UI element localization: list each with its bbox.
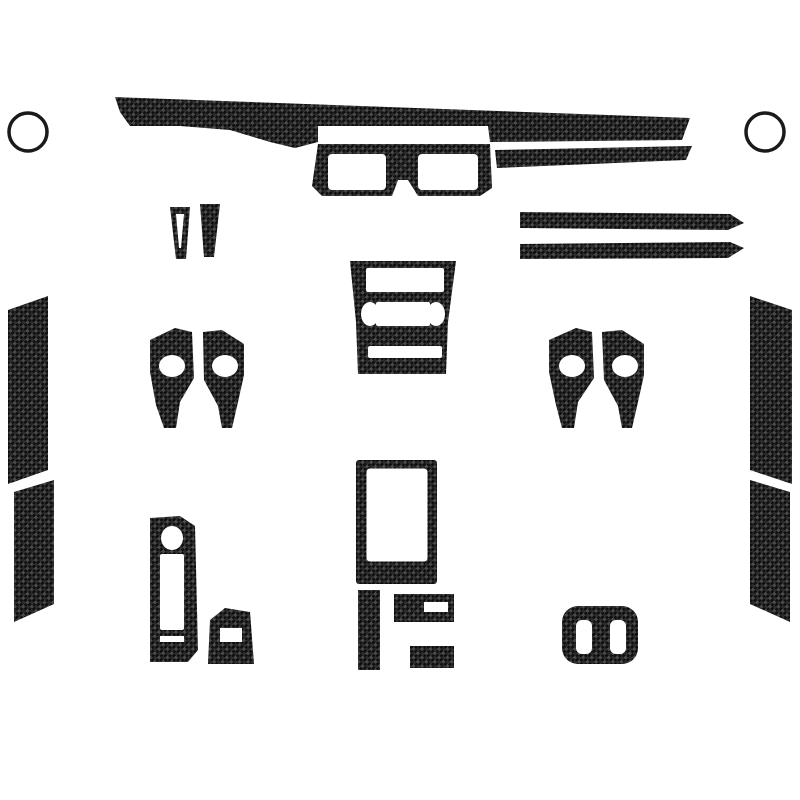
gear-shift-group bbox=[356, 460, 437, 584]
left-air-vent-ring bbox=[7, 111, 49, 153]
rear-left-handle-bezel bbox=[549, 328, 594, 428]
console-lower-plate bbox=[410, 646, 454, 668]
window-switch-slot bbox=[160, 554, 184, 630]
right-lower-door-panel bbox=[750, 480, 790, 622]
left-climate-knob-cutout bbox=[361, 302, 379, 326]
left-door-panels bbox=[8, 296, 54, 622]
window-switch-bottom-cut bbox=[160, 636, 184, 642]
center-console-lower-pieces bbox=[358, 590, 454, 670]
mirror-switch-cut bbox=[220, 628, 242, 642]
console-upper-plate-cut bbox=[424, 602, 448, 612]
front-left-handle-cut bbox=[159, 355, 185, 377]
rear-right-handle-bezel bbox=[602, 330, 644, 428]
climate-lower-cutout bbox=[368, 346, 442, 358]
rear-right-handle-cut bbox=[612, 355, 638, 377]
door-handle-bezels bbox=[150, 328, 244, 428]
a-pillar-right-trim bbox=[200, 204, 220, 257]
right-air-vent-ring bbox=[744, 111, 786, 153]
seat-switch-cover bbox=[562, 606, 638, 664]
console-left-strip bbox=[358, 590, 380, 670]
window-switch-group bbox=[150, 516, 198, 662]
climate-buttons-cutout bbox=[376, 302, 430, 326]
seat-switch-group bbox=[562, 606, 638, 664]
rear-door-handle-bezels bbox=[549, 328, 644, 428]
window-switch-knob-cut bbox=[161, 526, 183, 550]
rear-left-handle-cut bbox=[559, 355, 585, 377]
front-left-handle-bezel bbox=[150, 328, 194, 428]
a-pillar-left-cut bbox=[176, 214, 184, 248]
left-upper-door-panel bbox=[8, 296, 48, 484]
mirror-switch-group bbox=[208, 608, 254, 664]
seat-switch-left-cut bbox=[576, 620, 592, 654]
right-upper-door-panel bbox=[750, 296, 792, 484]
climate-display-cutout bbox=[366, 268, 444, 292]
front-right-handle-bezel bbox=[203, 330, 244, 428]
lower-door-strip bbox=[520, 242, 744, 259]
upper-door-strip bbox=[520, 212, 744, 230]
right-door-panels bbox=[750, 296, 792, 622]
gear-shift-slot bbox=[388, 480, 412, 536]
a-pillar-small-trims bbox=[170, 204, 220, 259]
passenger-dash-strip bbox=[495, 146, 692, 168]
right-climate-knob-cutout bbox=[427, 302, 445, 326]
seat-switch-right-cut bbox=[610, 620, 626, 654]
front-right-handle-cut bbox=[212, 355, 238, 377]
gear-indicator-arrows bbox=[378, 480, 422, 530]
left-lower-door-panel bbox=[14, 480, 54, 622]
left-vent-opening bbox=[328, 154, 386, 190]
dashboard-upper-trim bbox=[115, 97, 690, 148]
passenger-door-trims bbox=[520, 212, 744, 259]
right-vent-opening bbox=[418, 154, 478, 190]
center-console-climate-group bbox=[350, 261, 456, 374]
center-air-vent-group bbox=[312, 144, 492, 196]
